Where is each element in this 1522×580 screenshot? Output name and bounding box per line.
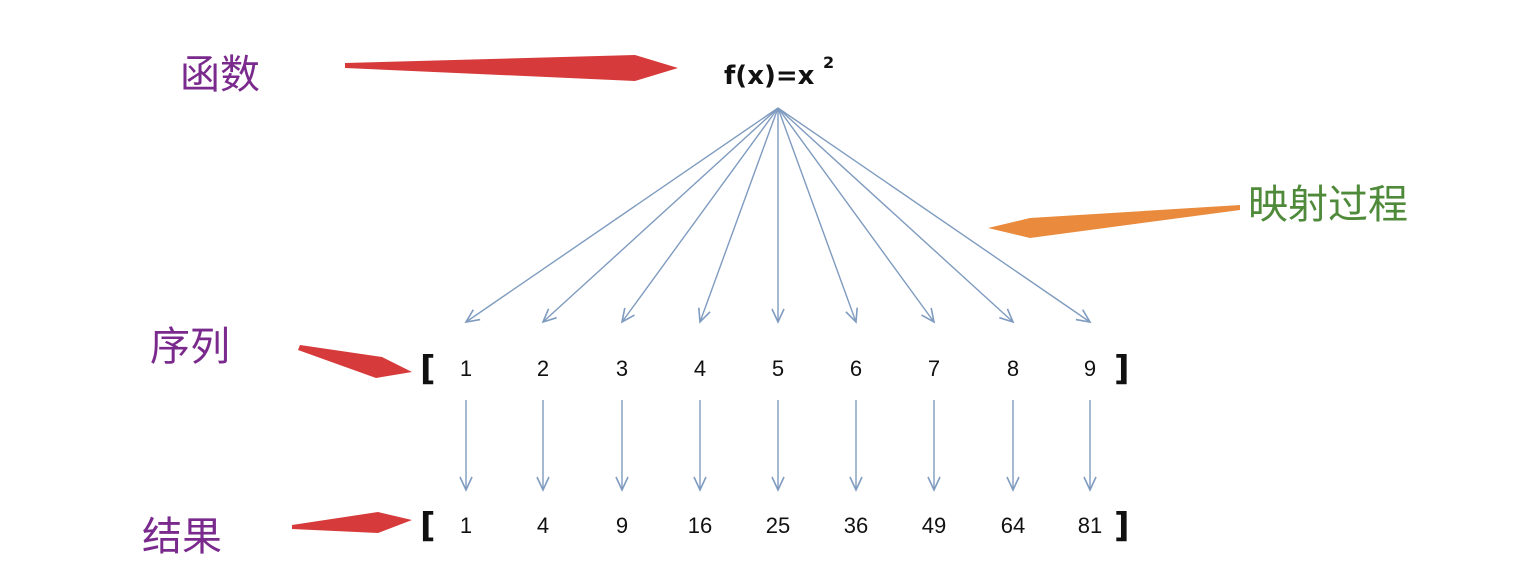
sequence-value: 3	[616, 356, 628, 381]
result-arrows	[459, 400, 1097, 492]
result-pointer-arrow	[292, 512, 412, 533]
mapping-lines	[464, 107, 1092, 324]
label-sequence: 序列	[150, 324, 230, 370]
result-value: 81	[1078, 513, 1102, 538]
sequence-value: 5	[772, 356, 784, 381]
function-expression: f(x)=x	[724, 61, 815, 91]
result-value: 64	[1001, 513, 1025, 538]
mapping-arrow-2	[541, 107, 779, 324]
sequence-value: 2	[537, 356, 549, 381]
sequence-values: 1 2 3 4 5 6 7 8 9	[460, 356, 1096, 381]
result-close-bracket: ]	[1114, 506, 1130, 546]
sequence-pointer-arrow	[298, 345, 412, 378]
result-value: 36	[844, 513, 868, 538]
mapping-arrow-6	[777, 107, 858, 324]
mapping-arrow-4	[698, 107, 779, 324]
sequence-value: 8	[1007, 356, 1019, 381]
function-pointer-arrow	[345, 55, 678, 81]
result-value: 49	[922, 513, 946, 538]
result-value: 1	[460, 513, 472, 538]
result-open-bracket: [	[420, 506, 436, 546]
result-value: 16	[688, 513, 712, 538]
sequence-value: 4	[694, 356, 706, 381]
sequence-value: 1	[460, 356, 472, 381]
mapping-arrow-3	[620, 107, 779, 324]
sequence-open-bracket: [	[420, 349, 436, 389]
result-value: 25	[766, 513, 790, 538]
sequence-close-bracket: ]	[1114, 349, 1130, 389]
label-mapping: 映射过程	[1248, 182, 1408, 228]
mapping-pointer-arrow	[988, 205, 1240, 238]
result-value: 4	[537, 513, 549, 538]
label-result: 结果	[142, 514, 222, 560]
sequence-value: 6	[850, 356, 862, 381]
mapping-arrow-7	[777, 107, 936, 324]
sequence-value: 7	[928, 356, 940, 381]
result-value: 9	[616, 513, 628, 538]
sequence-value: 9	[1084, 356, 1096, 381]
mapping-arrow-8	[777, 107, 1015, 324]
mapping-arrow-9	[777, 107, 1092, 324]
label-function: 函数	[180, 52, 260, 98]
mapping-arrow-1	[464, 107, 779, 324]
function-exponent: 2	[823, 53, 834, 72]
